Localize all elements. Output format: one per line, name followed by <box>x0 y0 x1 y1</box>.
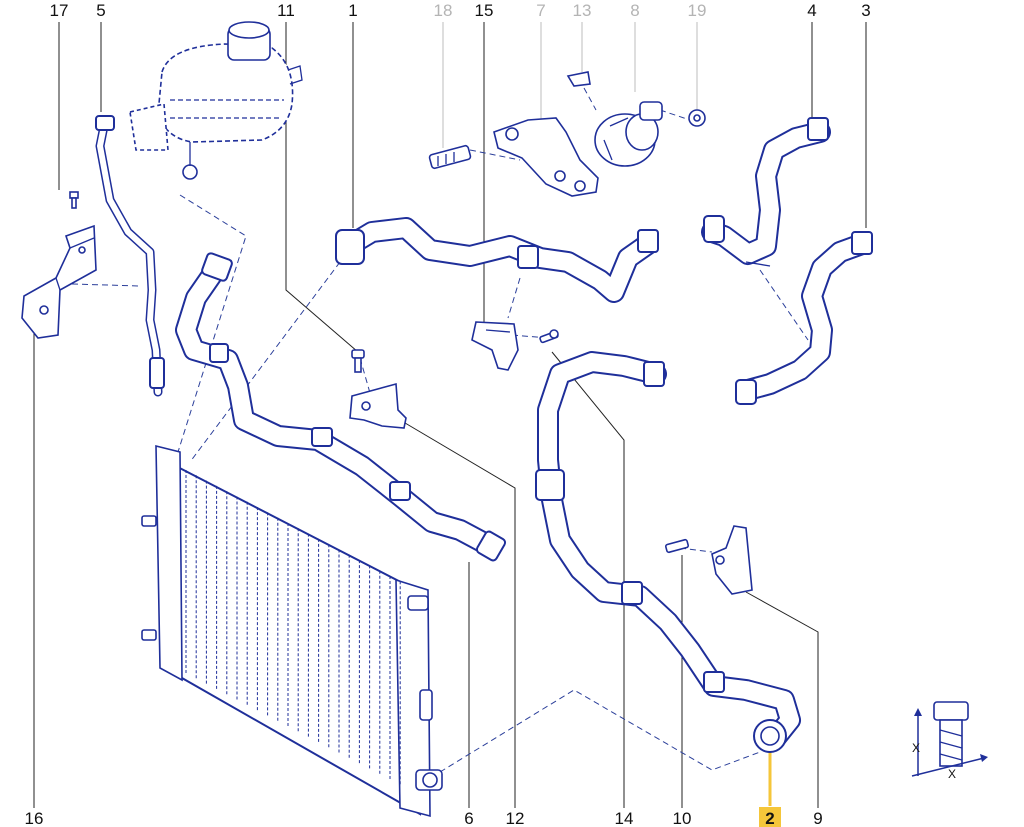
part-16-bracket[interactable] <box>21 224 97 339</box>
water-pump-assembly[interactable] <box>493 71 706 197</box>
part-2-lower-hose[interactable] <box>535 351 801 753</box>
radiator-fins <box>185 470 401 787</box>
callout-5[interactable]: 5 <box>96 1 105 20</box>
part-15-bracket[interactable] <box>471 321 519 371</box>
part-5-bleed-hose[interactable] <box>95 115 165 397</box>
callout-11[interactable]: 11 <box>277 1 295 20</box>
callout-numbers-top: 17 5 11 1 18 15 7 13 8 19 4 3 <box>50 1 871 20</box>
callout-15[interactable]: 15 <box>475 1 494 20</box>
torque-label-vertical: X <box>912 741 920 755</box>
assembly-dashed-lines <box>71 87 809 773</box>
callout-6[interactable]: 6 <box>464 809 473 827</box>
part-13-clip <box>566 71 591 87</box>
part-4-hose[interactable] <box>701 117 831 267</box>
callout-19[interactable]: 19 <box>688 1 707 20</box>
radiator[interactable] <box>141 444 443 818</box>
callout-13[interactable]: 13 <box>573 1 592 20</box>
callout-17[interactable]: 17 <box>50 1 69 20</box>
part-3-hose[interactable] <box>735 231 873 405</box>
callout-2-highlight <box>759 807 781 827</box>
part-1-upper-hose[interactable] <box>335 217 659 303</box>
callout-18[interactable]: 18 <box>434 1 453 20</box>
callout-14[interactable]: 14 <box>615 809 634 827</box>
part-17-bolt[interactable] <box>69 191 79 209</box>
part-9-bracket[interactable] <box>711 525 753 595</box>
torque-label-horizontal: X <box>948 767 956 781</box>
expansion-tank[interactable] <box>129 21 303 180</box>
callout-3[interactable]: 3 <box>861 1 870 20</box>
part-10-bolt[interactable] <box>664 538 690 554</box>
callout-9[interactable]: 9 <box>813 809 822 827</box>
part-6-radiator-hose[interactable] <box>175 252 507 562</box>
callout-8[interactable]: 8 <box>630 1 639 20</box>
part-14-bolt[interactable] <box>539 329 559 344</box>
callout-1[interactable]: 1 <box>348 1 357 20</box>
callout-4[interactable]: 4 <box>807 1 816 20</box>
callout-2[interactable]: 2 <box>765 809 774 827</box>
callout-16[interactable]: 16 <box>25 809 44 827</box>
callout-10[interactable]: 10 <box>673 809 692 827</box>
callout-7[interactable]: 7 <box>536 1 545 20</box>
callout-numbers-bottom: 16 6 12 14 10 2 9 <box>25 807 823 827</box>
torque-bolt-symbol: X X <box>911 701 988 781</box>
part-12-bracket[interactable] <box>349 382 407 429</box>
part-18-stud[interactable] <box>428 144 472 170</box>
part-11-bolt[interactable] <box>351 349 365 373</box>
callout-12[interactable]: 12 <box>506 809 525 827</box>
leader-lines <box>33 22 867 808</box>
